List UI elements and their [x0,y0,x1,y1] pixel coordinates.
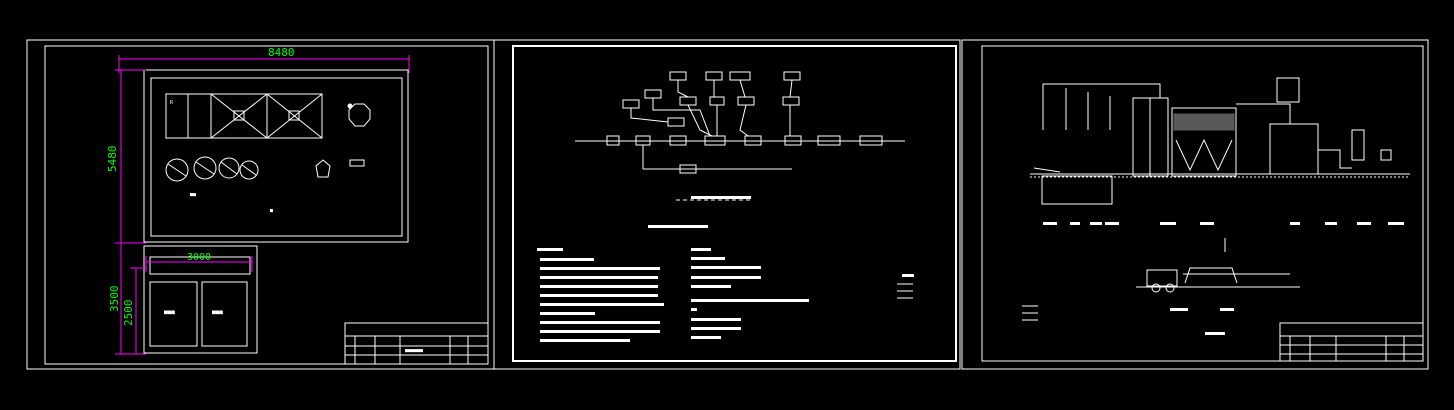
octagon-tank [348,103,371,127]
dim-inner-width-label: 3000 [187,252,211,263]
annex-room-1 [149,281,198,347]
sheet-1-dimensions [115,55,410,355]
small-equipment [349,159,365,167]
filter-tank-2 [266,93,323,139]
sheet-1-inner-frame [44,45,489,365]
round-tank-1 [165,158,189,182]
hex-tank [315,159,331,178]
svg-text:■: ■ [270,208,273,214]
svg-text:■■■: ■■■ [212,309,223,316]
svg-text:■■: ■■ [190,192,196,198]
svg-text:■■■: ■■■ [164,309,175,316]
dim-lower-total-label: 3500 [108,286,121,313]
sheet-1-title-block: ■■■■■■ [344,322,489,365]
sheet-2-inner-frame [512,45,957,362]
sheet-3-inner-frame [981,45,1424,362]
sheet-2-notes [537,196,914,342]
main-building-inner [150,77,403,237]
round-tank-2 [193,156,217,180]
dim-width-label: 8480 [268,46,295,59]
svg-text:■■■■■■: ■■■■■■ [405,348,423,354]
dim-lower-inner-label: 2500 [122,300,135,327]
sheet-1-dimension-texts: 8480 5480 3000 3500 2500 [106,46,295,326]
round-tank-4 [239,160,259,180]
sheet-2-outer-frame [493,39,961,370]
sheet-1-site-plan: R ■■ ■ ■■■ ■■■ [26,39,495,370]
round-tank-3 [218,157,240,179]
main-building-outline [143,69,409,243]
sheet-2-process-flow [493,39,961,370]
dim-height-label: 5480 [106,146,119,173]
sheet-1-outer-frame [26,39,495,370]
sheet-3-section-view [961,39,1429,370]
tank-box-label: R [170,100,174,106]
annex-outline [143,245,258,354]
sheet-3-labels [1043,222,1404,335]
annex-room-2 [201,281,248,347]
sheet-3-outer-frame [961,39,1429,370]
annex-band [149,256,251,275]
